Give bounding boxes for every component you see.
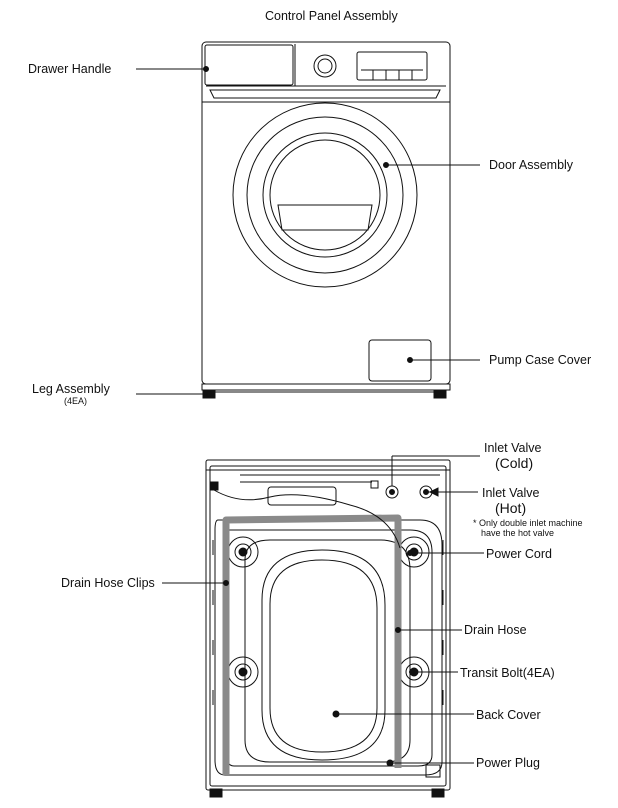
front-view	[201, 41, 451, 399]
hot-valve-note-line2: have the hot valve	[481, 528, 555, 538]
label-cold: (Cold)	[495, 455, 534, 471]
front-cabinet	[201, 41, 451, 385]
back-cover	[261, 549, 386, 761]
hot-valve-note-line1: * Only double inlet machine	[473, 518, 583, 528]
label-power-plug: Power Plug	[476, 756, 540, 770]
program-knob-icon	[313, 54, 337, 78]
back-leaders	[162, 455, 484, 767]
label-inlet-valve-cold: Inlet Valve	[484, 441, 542, 455]
drain-hose	[222, 514, 402, 775]
label-power-cord: Power Cord	[486, 547, 552, 561]
back-view	[205, 459, 451, 798]
label-door-assembly: Door Assembly	[489, 158, 574, 172]
leg-right	[433, 389, 447, 399]
detergent-drawer	[204, 44, 294, 86]
label-drain-hose: Drain Hose	[464, 623, 527, 637]
display-panel	[356, 51, 428, 81]
label-drain-hose-clips: Drain Hose Clips	[61, 576, 155, 590]
front-leaders	[136, 66, 480, 397]
label-drawer-handle: Drawer Handle	[28, 62, 112, 76]
power-cord	[213, 489, 401, 549]
label-back-cover: Back Cover	[476, 708, 541, 722]
label-inlet-valve-hot: Inlet Valve	[482, 486, 540, 500]
control-panel	[206, 44, 446, 99]
label-leg-assembly: Leg Assembly	[32, 382, 110, 396]
door-assembly	[232, 102, 418, 288]
inlet-valves	[370, 480, 433, 499]
label-control-panel-assembly: Control Panel Assembly	[265, 9, 398, 23]
label-leg-assembly-qty: (4EA)	[64, 396, 88, 406]
label-pump-case-cover: Pump Case Cover	[489, 353, 592, 367]
back-cabinet	[205, 459, 451, 791]
label-hot: (Hot)	[495, 500, 527, 516]
label-transit-bolt: Transit Bolt(4EA)	[460, 666, 555, 680]
